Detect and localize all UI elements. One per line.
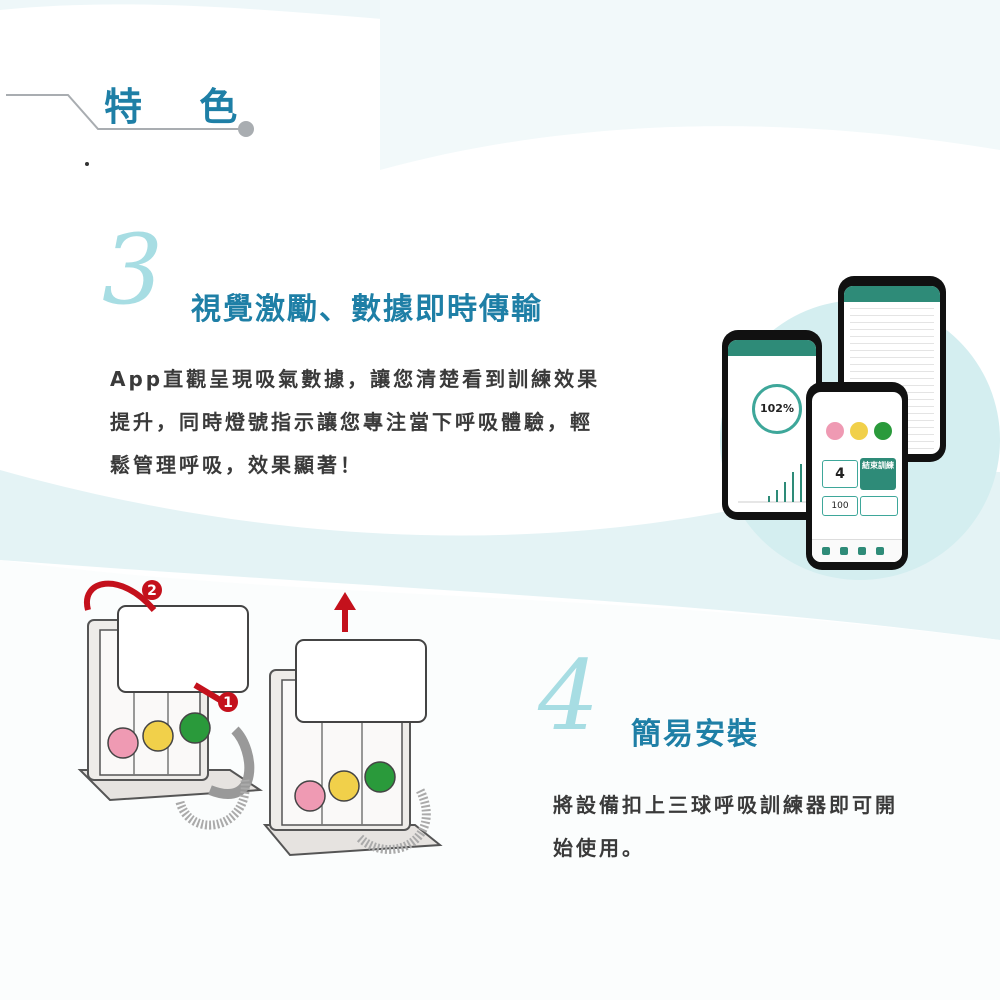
- tab-icon[interactable]: [840, 547, 848, 555]
- pink-ball-indicator: [826, 422, 844, 440]
- up-arrow-icon: [334, 592, 356, 610]
- yellow-ball: [328, 770, 360, 802]
- section4-number: 4: [538, 640, 600, 752]
- section4-title: 簡易安裝: [631, 717, 759, 752]
- step-2-label: 2: [147, 583, 157, 599]
- count-display: 4: [822, 460, 858, 488]
- gear-icon[interactable]: [876, 547, 884, 555]
- pink-ball: [294, 780, 326, 812]
- section3-line: 鬆管理呼吸，效果顯著！: [110, 453, 363, 477]
- dot-mark: [85, 162, 89, 166]
- header-line: [6, 94, 254, 137]
- step-2-badge: [142, 580, 162, 600]
- sensor-module: [295, 639, 427, 723]
- sensor-module: [117, 605, 249, 693]
- section4-line: 始使用。: [553, 836, 645, 860]
- feature-title: 特 色: [104, 85, 260, 129]
- step-1-label: 1: [223, 695, 233, 711]
- volume-display: 100: [822, 496, 858, 516]
- pink-ball: [107, 727, 139, 759]
- section4-line: 將設備扣上三球呼吸訓練器即可開: [553, 793, 898, 817]
- green-ball-indicator: [874, 422, 892, 440]
- green-ball: [364, 761, 396, 793]
- trainer-right: [262, 592, 443, 857]
- green-ball: [179, 712, 211, 744]
- push-arrow-icon: [193, 682, 222, 703]
- section3-description: App直觀呈現吸氣數據，讓您清楚看到訓練效果 提升，同時燈號指示讓您專注當下呼吸…: [110, 358, 650, 487]
- device-illustration: 2 1: [77, 580, 443, 857]
- end-training-button[interactable]: 結束訓練: [860, 458, 896, 490]
- tab-bar: [812, 539, 902, 562]
- trainer-left: [77, 605, 264, 830]
- step-1-badge: [218, 692, 238, 712]
- section3-line: 提升，同時燈號指示讓您專注當下呼吸體驗，輕: [110, 410, 593, 434]
- section3-line: App直觀呈現吸氣數據，讓您清楚看到訓練效果: [110, 367, 601, 391]
- result-percent: 102%: [752, 384, 802, 434]
- phone-training: 4 結束訓練 100: [806, 382, 908, 570]
- setting-button[interactable]: [860, 496, 898, 516]
- result-header: [728, 340, 816, 356]
- section3-title: 視覺激勵、數據即時傳輸: [191, 292, 543, 327]
- yellow-ball: [142, 720, 174, 752]
- section4-description: 將設備扣上三球呼吸訓練器即可開 始使用。: [553, 784, 953, 870]
- yellow-ball-indicator: [850, 422, 868, 440]
- section3-number: 3: [102, 214, 164, 326]
- rotate-arrow-icon: [83, 580, 157, 612]
- phone-result: 102%: [722, 330, 822, 520]
- tab-icon[interactable]: [822, 547, 830, 555]
- app-ball-indicators: [824, 422, 894, 442]
- tab-icon[interactable]: [858, 547, 866, 555]
- result-bar-chart: [738, 464, 806, 503]
- history-header: [844, 286, 940, 302]
